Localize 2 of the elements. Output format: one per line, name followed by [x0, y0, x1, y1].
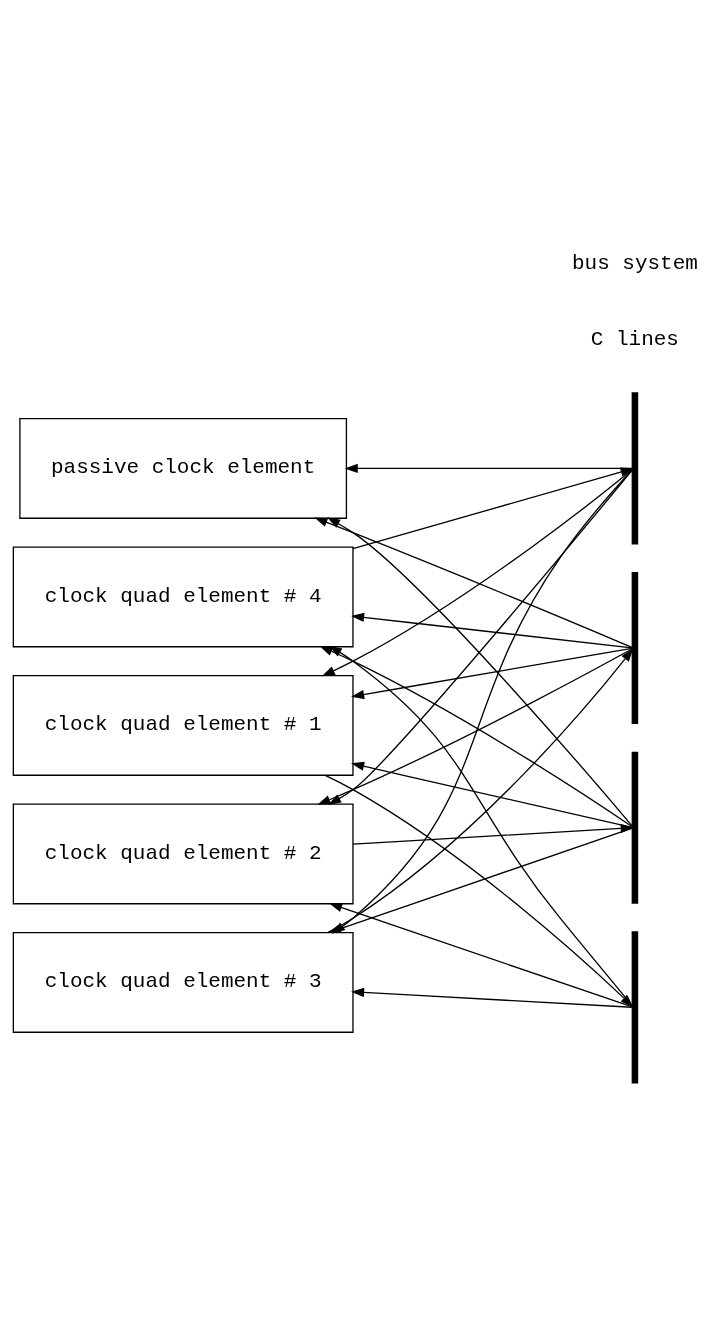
label: bus system	[571, 251, 698, 275]
label: C lines	[590, 327, 679, 351]
